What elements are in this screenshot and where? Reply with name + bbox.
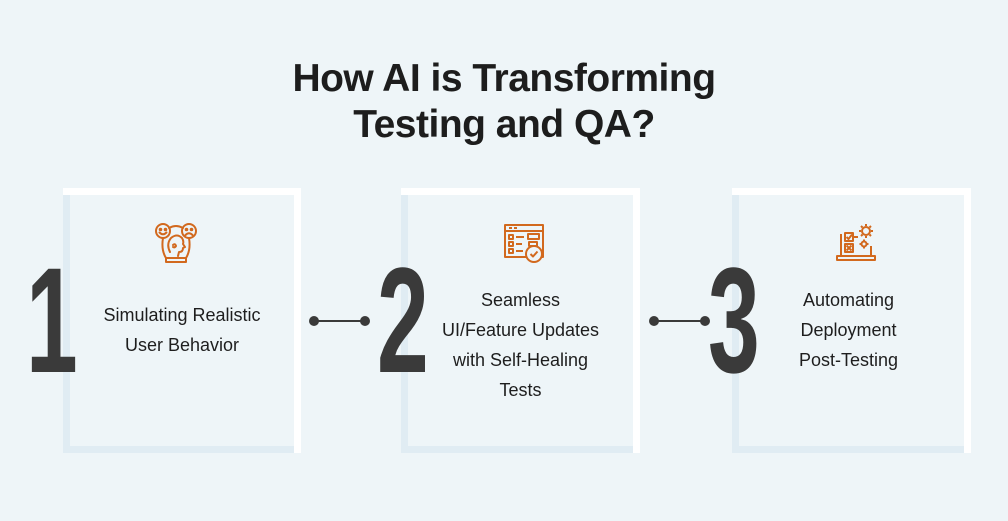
connector-line [654,320,705,322]
step-text-line: User Behavior [124,335,240,355]
connector-dot-icon [360,316,370,326]
step-text-line: Seamless [480,290,561,310]
step-text-line: Deployment [800,320,897,340]
step-number-3: 3 [708,236,760,404]
connector-dot-icon [700,316,710,326]
ui-checklist-verified-icon [502,222,546,264]
step-text-line: UI/Feature Updates [441,320,600,340]
step-number-2: 2 [377,236,429,404]
card-outer-frame [401,188,640,453]
card-outer-frame [63,188,301,453]
step-description: Seamless UI/Feature Updates with Self-He… [401,285,640,405]
laptop-checklist-gears-icon [835,222,879,264]
step-description: Simulating Realistic User Behavior [63,300,301,360]
step-text-line: Post-Testing [798,350,899,370]
step-card-2: Seamless UI/Feature Updates with Self-He… [401,188,640,453]
step-card-3: Automating Deployment Post-Testing [732,188,971,453]
step-text-line: Tests [499,380,542,400]
connector-line [314,320,365,322]
step-description: Automating Deployment Post-Testing [726,285,971,375]
card-outer-frame [732,188,971,453]
step-card-1: Simulating Realistic User Behavior [63,188,301,453]
connector-dot-icon [649,316,659,326]
page-title: How AI is Transforming Testing and QA? [0,56,1008,148]
step-text-line: Simulating Realistic [103,305,261,325]
step-number-1: 1 [26,236,78,404]
connector-2-3 [649,316,710,326]
card-inner-panel [732,195,964,453]
card-inner-panel [63,195,294,453]
step-text-line: with Self-Healing [452,350,589,370]
connector-1-2 [309,316,370,326]
title-line-2: Testing and QA? [353,103,655,146]
connector-dot-icon [309,316,319,326]
step-text-line: Automating [802,290,895,310]
title-line-1: How AI is Transforming [292,57,716,100]
user-behavior-emotions-icon [154,222,198,264]
